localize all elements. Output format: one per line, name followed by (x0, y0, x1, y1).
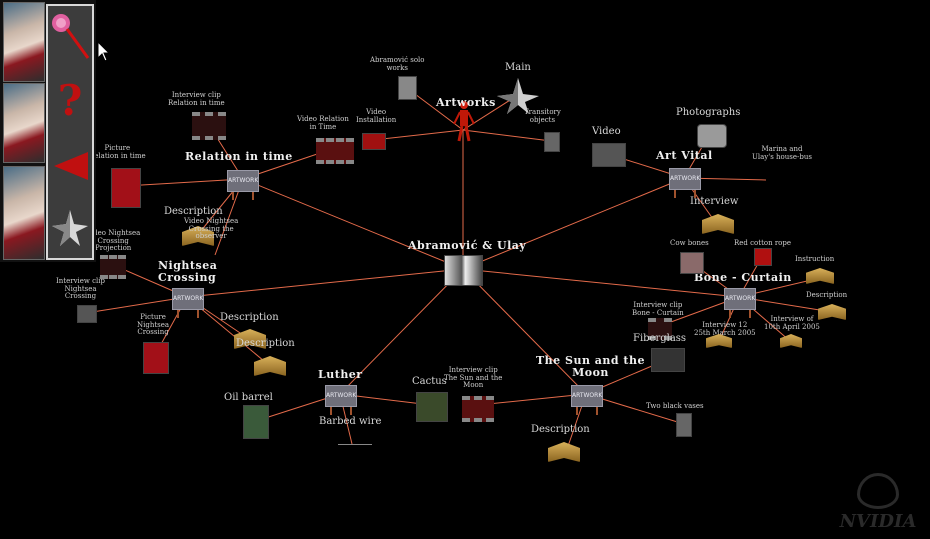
description-nightsea-label[interactable]: Description (220, 312, 279, 323)
interview-nightsea-thumb[interactable] (77, 305, 97, 323)
cow-bones-label[interactable]: Cow bones (670, 239, 709, 247)
photographs-label[interactable]: Photographs (676, 107, 741, 118)
nvidia-eye-icon (857, 473, 899, 509)
hub-relation-label[interactable]: Relation in time (185, 150, 293, 163)
interview-nightsea-label[interactable]: Interview clip Nightsea Crossing (56, 277, 106, 301)
description-bone-label[interactable]: Description (806, 291, 848, 299)
main-label[interactable]: Main (505, 62, 531, 73)
interview-relation-film[interactable] (192, 112, 226, 140)
photo-strip-2[interactable] (3, 83, 45, 163)
artwork-bone-curtain[interactable]: ARTWORK (724, 288, 756, 318)
instruction-label[interactable]: Instruction (795, 255, 835, 263)
hub-artworks-label[interactable]: Artworks (436, 96, 496, 109)
question-mark-icon[interactable]: ? (57, 76, 83, 125)
picture-relation-thumb[interactable] (111, 168, 141, 208)
description-bone-book[interactable] (818, 304, 846, 320)
oil-barrel-thumb[interactable] (243, 405, 269, 439)
barbed-wire-label[interactable]: Barbed wire (319, 416, 382, 427)
interview-art-vital-label[interactable]: Interview (690, 196, 739, 207)
fiberglass-thumb[interactable] (651, 348, 685, 372)
abramovic-solo-thumb[interactable] (398, 76, 417, 100)
transitory-label[interactable]: Transitory objects (524, 108, 561, 124)
interview-march-label[interactable]: Interview 12 25th March 2005 (694, 321, 756, 337)
interview-sun-moon-label[interactable]: Interview clip The Sun and the Moon (444, 366, 503, 390)
barbed-wire-icon[interactable] (338, 444, 372, 445)
interview-april-label[interactable]: Interview of 10th April 2005 (764, 315, 820, 331)
photo-strip-1[interactable] (3, 2, 45, 82)
red-cotton-rope-label[interactable]: Red cotton rope (734, 239, 792, 247)
back-arrow-icon[interactable] (48, 146, 92, 186)
cactus-label[interactable]: Cactus (412, 376, 447, 387)
picture-nightsea-thumb[interactable] (143, 342, 169, 374)
side-panel: ? (0, 0, 96, 262)
fiberglass-label[interactable]: Fiberglass (633, 333, 687, 344)
video-nightsea-film[interactable] (100, 255, 126, 279)
lollipop-icon[interactable] (48, 12, 92, 62)
video-art-vital-label[interactable]: Video (592, 126, 621, 137)
two-black-vases-label[interactable]: Two black vases (646, 402, 704, 410)
artwork-relation-in-time[interactable]: ARTWORK (227, 170, 259, 200)
description-sun-moon-book[interactable] (548, 442, 580, 462)
hub-sun-moon-label[interactable]: The Sun and the Moon (536, 354, 646, 380)
video-art-vital-thumb[interactable] (592, 143, 626, 167)
center-photo[interactable] (444, 255, 483, 286)
interview-march-book[interactable] (706, 334, 732, 348)
cow-bones-thumb[interactable] (680, 252, 704, 274)
picture-relation-label[interactable]: Picture Relation in time (89, 144, 146, 160)
nvidia-logo-text: NVIDIA (839, 511, 917, 532)
interview-april-book[interactable] (780, 334, 802, 348)
star-icon[interactable] (48, 206, 92, 250)
oil-barrel-label[interactable]: Oil barrel (224, 392, 273, 403)
center-label[interactable]: Abramović & Ulay (408, 239, 527, 252)
video-nightsea-label[interactable]: Video Nightsea Crossing Projection (86, 229, 141, 253)
video-relation-label[interactable]: Video Relation in Time (297, 115, 349, 131)
figure-icon[interactable] (453, 100, 475, 142)
photo-strip-3[interactable] (3, 166, 45, 260)
video-nightsea-projection-label[interactable]: Video Nightsea Crossing the observer (184, 217, 239, 241)
artwork-sun-moon[interactable]: ARTWORK (571, 385, 603, 415)
video-relation-film[interactable] (316, 138, 354, 164)
description-nightsea2-label[interactable]: Description (236, 338, 295, 349)
artwork-art-vital[interactable]: ARTWORK (669, 168, 701, 198)
artwork-luther[interactable]: ARTWORK (325, 385, 357, 415)
description-nightsea2-book[interactable] (254, 356, 286, 376)
description-sun-moon-label[interactable]: Description (531, 424, 590, 435)
hub-art-vital-label[interactable]: Art Vital (656, 149, 713, 162)
two-black-vases-thumb[interactable] (676, 413, 692, 437)
video-installation-thumb[interactable] (362, 133, 386, 150)
interview-bone-film[interactable] (648, 318, 672, 340)
hub-nightsea-label[interactable]: Nightsea Crossing (158, 259, 218, 285)
instruction-book[interactable] (806, 268, 834, 284)
description-nightsea-book[interactable] (234, 329, 266, 349)
interview-art-vital-book[interactable] (702, 214, 734, 234)
mouse-cursor-icon (98, 42, 111, 62)
toolbar: ? (46, 4, 94, 260)
camera-thumb[interactable] (697, 124, 727, 148)
transitory-thumb[interactable] (544, 132, 560, 152)
star-node-icon[interactable] (497, 78, 539, 114)
interview-relation-label[interactable]: Interview clip Relation in time (168, 91, 225, 107)
red-cotton-rope-thumb[interactable] (754, 248, 772, 266)
abramovic-solo-label[interactable]: Abramović solo works (370, 56, 425, 72)
picture-nightsea-label[interactable]: Picture Nightsea Crossing (137, 313, 170, 337)
hub-bone-curtain-label[interactable]: Bone - Curtain (694, 271, 792, 284)
description-relation-label[interactable]: Description (164, 206, 223, 217)
video-installation-label[interactable]: Video Installation (356, 108, 397, 124)
artwork-nightsea[interactable]: ARTWORK (172, 288, 204, 318)
hub-luther-label[interactable]: Luther (318, 368, 363, 381)
nvidia-logo: NVIDIA (838, 473, 918, 533)
interview-bone-label[interactable]: Interview clip Bone - Curtain (632, 301, 684, 317)
cactus-thumb[interactable] (416, 392, 448, 422)
interview-sun-moon-film[interactable] (462, 396, 494, 422)
marina-ulay-housebus-label[interactable]: Marina and Ulay's house-bus (752, 145, 812, 161)
description-relation-book[interactable] (182, 226, 214, 246)
